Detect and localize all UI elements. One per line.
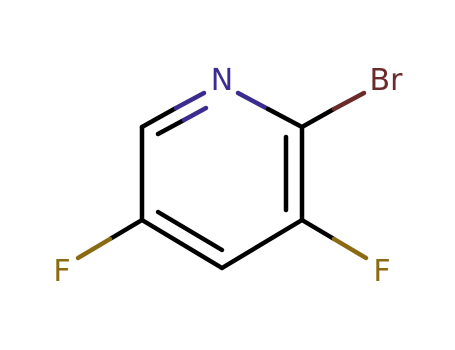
bond-c2-br-red [331,90,367,112]
bond-c3-c4 [219,217,305,271]
bond-n1-c2-blue [235,90,271,112]
atom-label-fluorine-5: F [53,254,70,289]
bond-c4-c5-inner [155,209,225,253]
bond-n1-c2-black [265,106,305,130]
atom-label-fluorine-3: F [373,254,390,289]
bond-c6-n1-inner [155,117,187,137]
atom-label-nitrogen: N [211,63,233,98]
bond-c6-n1-blue [173,90,207,111]
substituent-bonds [75,90,369,261]
bond-c5-f-black [107,217,145,242]
bond-c4-c5 [139,217,225,271]
atom-label-bromine: Br [370,63,404,98]
bond-c6-n1-black [139,105,179,130]
bond-c5-f-gold [75,236,113,261]
bond-c2-br-black [299,106,337,130]
bond-c6-n1-inner-blue [181,105,209,123]
bond-c3-f-gold [331,236,369,261]
ring-bonds [139,90,305,271]
bond-c3-f-black [299,217,337,242]
